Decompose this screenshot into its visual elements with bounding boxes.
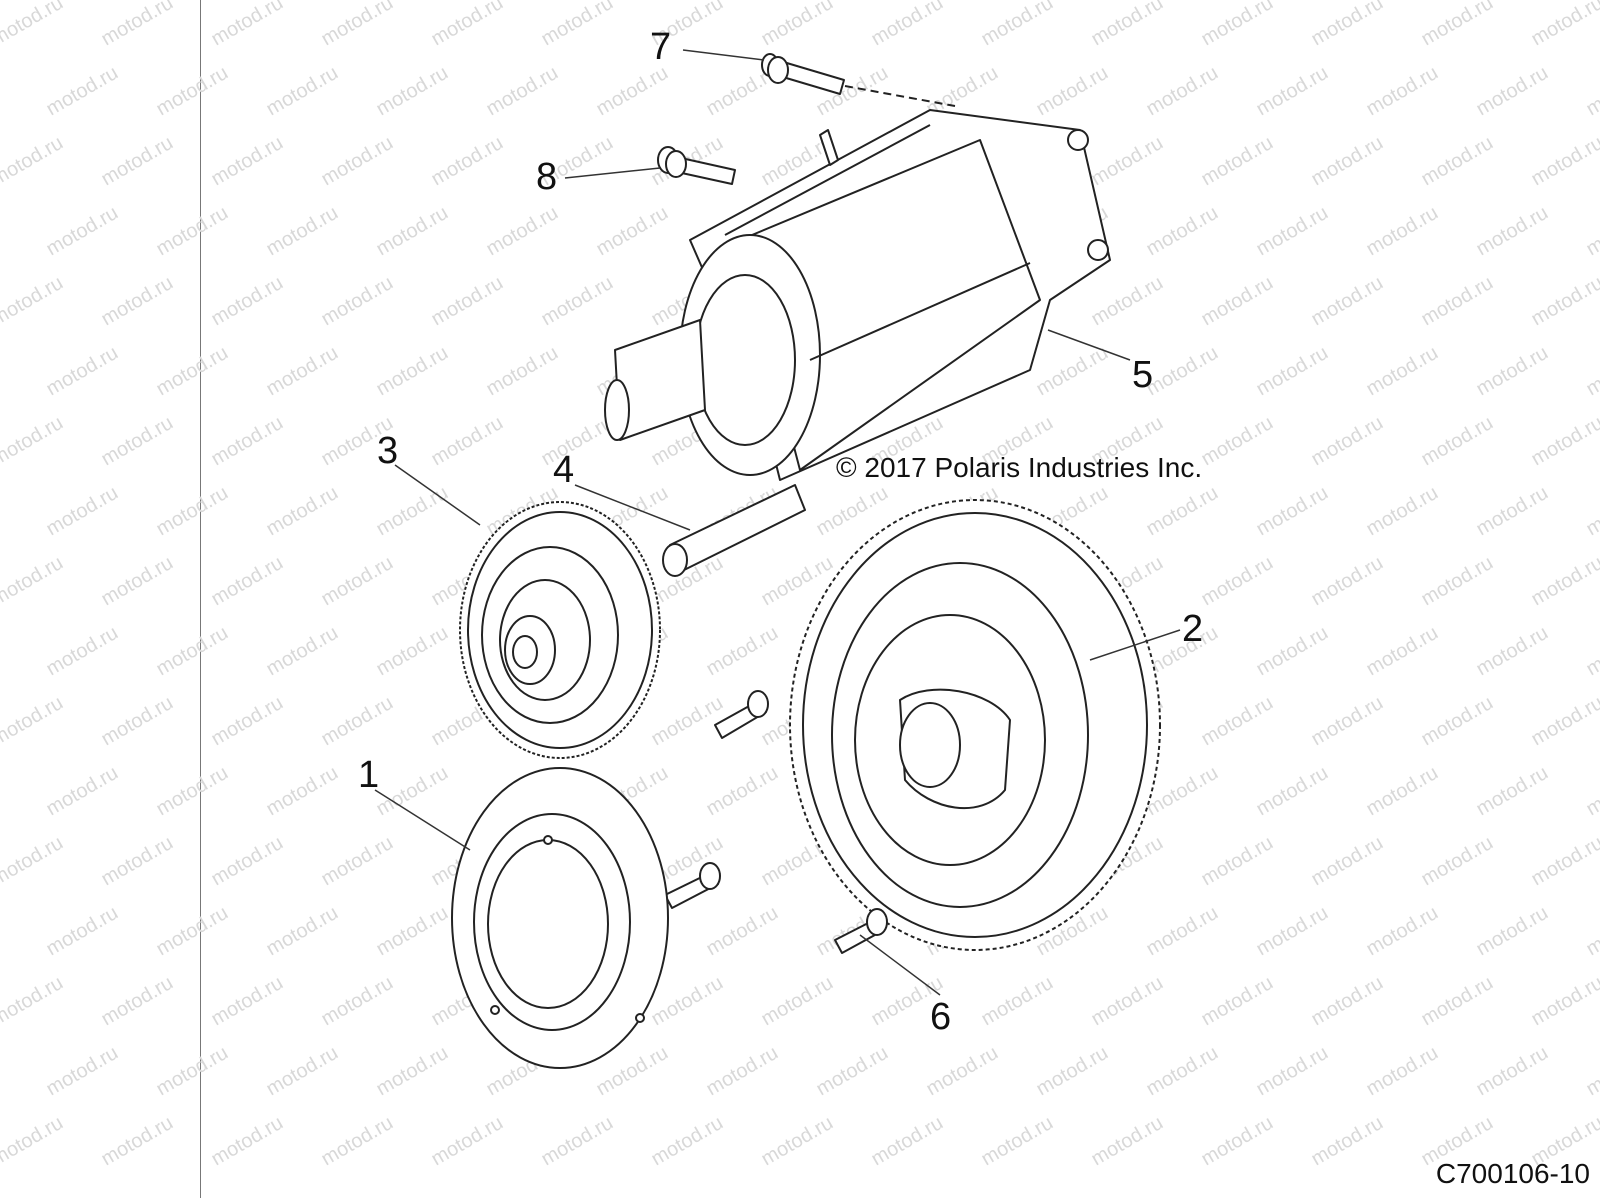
copyright-notice: © 2017 Polaris Industries Inc. [836, 452, 1203, 483]
callout-3: 3 [377, 430, 399, 472]
callout-5: 5 [1132, 354, 1154, 396]
leader-5 [1047, 329, 1131, 361]
shaft-4-illustration [662, 484, 806, 577]
bolt-7-illustration [761, 53, 845, 95]
bolt-6-illustration [664, 690, 888, 954]
ring-gear-2-illustration [789, 499, 1161, 951]
leader-6 [859, 934, 941, 996]
leader-4 [574, 484, 691, 531]
leader-1 [374, 789, 471, 851]
callout-4: 4 [553, 449, 575, 491]
starter-motor-illustration [604, 109, 1111, 481]
leader-2 [1089, 629, 1181, 661]
leader-7 [682, 49, 765, 61]
guide-line [844, 85, 956, 107]
figure-code: C700106-10 [1435, 1158, 1590, 1189]
one-way-clutch-1-illustration [451, 767, 669, 1069]
leader-lines [374, 49, 1181, 996]
diagram-frame [200, 0, 1598, 1198]
callout-2: 2 [1182, 608, 1204, 650]
callout-6: 6 [930, 996, 952, 1038]
idler-gear-3-illustration [459, 501, 661, 759]
callout-7: 7 [650, 26, 672, 68]
leader-3 [394, 464, 481, 526]
callout-1: 1 [358, 754, 380, 796]
leader-8 [564, 167, 661, 179]
bolt-8-illustration [657, 146, 736, 185]
callout-8: 8 [536, 156, 558, 198]
